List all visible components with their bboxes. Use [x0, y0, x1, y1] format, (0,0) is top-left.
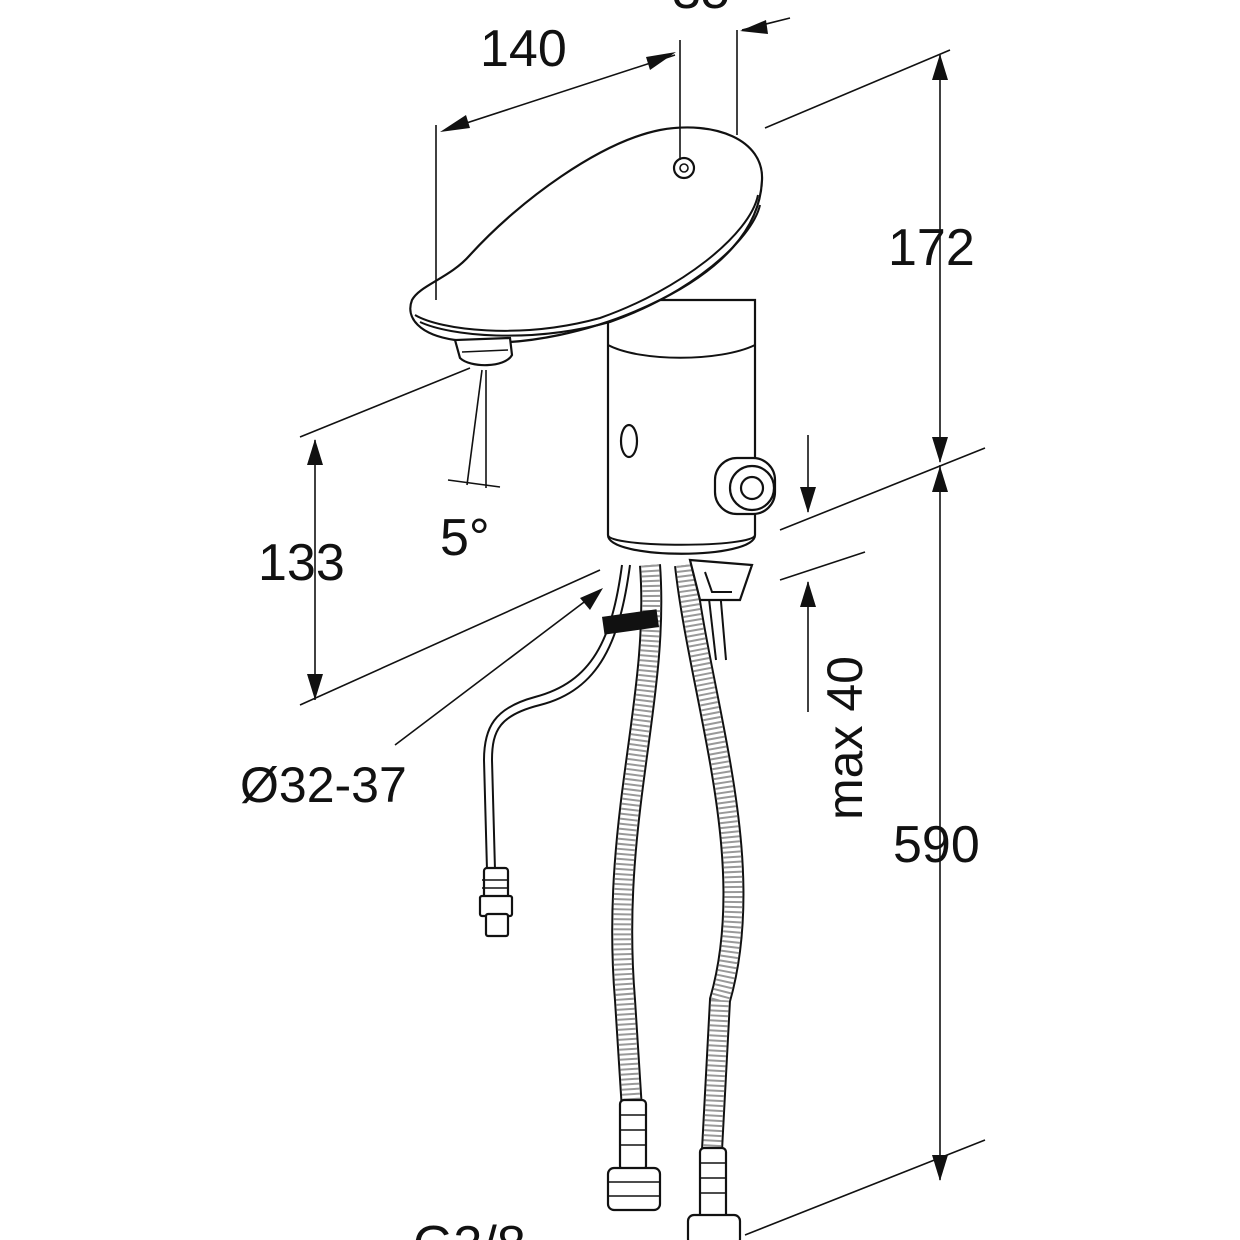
max-thickness-label: max 40: [817, 656, 873, 820]
hose-length-label: 590: [893, 816, 980, 874]
temperature-knob: [713, 456, 777, 516]
dimension-lines: [299, 17, 986, 1236]
faucet-body: [409, 126, 777, 602]
hose-connectors: [606, 1098, 742, 1240]
spout-height-label: 133: [258, 534, 345, 592]
height-top-label: 172: [888, 219, 975, 277]
connection-thread-label: G3/8: [413, 1216, 526, 1240]
fixing-bar: [602, 609, 659, 635]
top-offset-label: 35: [672, 0, 730, 20]
hole-diameter-label: Ø32-37: [240, 757, 407, 813]
hoses: [611, 563, 745, 1151]
angle-label: 5°: [440, 509, 490, 567]
spout-length-label: 140: [480, 20, 567, 78]
